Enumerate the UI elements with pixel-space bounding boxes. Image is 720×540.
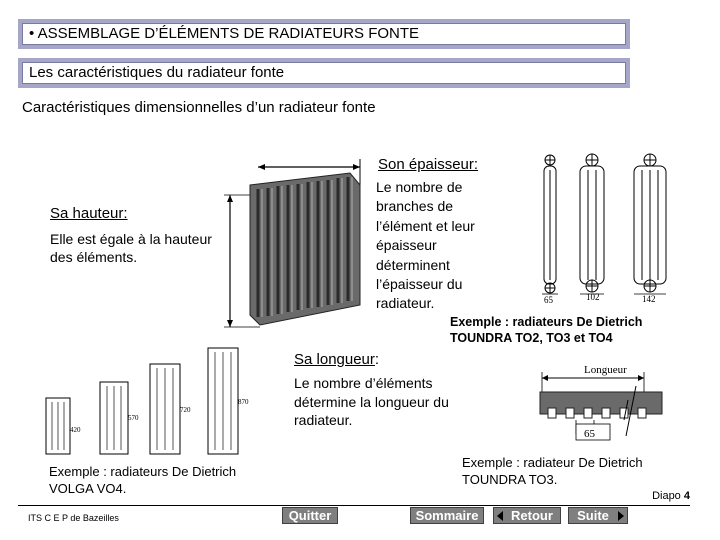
volga-570-drawing: 570 [99,381,139,455]
length-diagram-label: Longueur [584,364,627,376]
epaisseur-body: Le nombre de branches de l’élément et le… [376,179,475,312]
slide-counter: Diapo 4 [652,490,690,502]
longueur-caption: Exemple : radiateur De Dietrich TOUNDRA … [462,455,643,487]
volga-radiators-diagram: 420 570 720 870 [45,347,249,455]
next-button-label: Suite [577,508,609,523]
slide-subtitle: Les caractéristiques du radiateur fonte [22,62,626,84]
hauteur-heading: Sa hauteur: [50,205,128,222]
volga-570-label: 570 [128,414,139,422]
longueur-heading-colon: : [374,351,380,368]
back-button[interactable]: Retour [493,507,561,524]
longueur-heading: Sa longueur [294,351,375,368]
volga-420-label: 420 [70,426,81,434]
back-arrow-icon [497,511,503,521]
section-title: Caractéristiques dimensionnelles d’un ra… [22,99,376,116]
subtitle-band: Les caractéristiques du radiateur fonte [18,58,630,88]
to2-element-drawing [543,154,557,294]
hauteur-body: Elle est égale à la hauteur des éléments… [50,231,212,265]
volga-720-drawing: 720 [149,363,191,455]
length-diagram-dim: 65 [584,428,596,440]
longueur-heading-wrap: Sa longueur: [294,350,379,369]
title-band: • ASSEMBLAGE D’ÉLÉMENTS DE RADIATEURS FO… [18,19,630,49]
volga-870-label: 870 [238,398,249,406]
slide-counter-number: 4 [683,490,690,502]
footer-divider [18,505,690,506]
to4-thickness-label: 142 [642,294,656,304]
summary-button[interactable]: Sommaire [410,507,484,524]
next-button[interactable]: Suite [568,507,628,524]
radiator-illustration [224,159,361,328]
slide-title: • ASSEMBLAGE D’ÉLÉMENTS DE RADIATEURS FO… [22,23,626,45]
epaisseur-heading: Son épaisseur: [378,156,479,173]
next-arrow-icon [618,511,624,521]
epaisseur-caption: Exemple : radiateurs De Dietrich TOUNDRA… [450,315,643,345]
to4-element-drawing [633,153,667,293]
quit-button[interactable]: Quitter [282,507,338,524]
volga-870-drawing: 870 [207,347,249,455]
back-button-label: Retour [511,508,553,523]
to3-element-drawing [579,153,605,293]
to3-thickness-label: 102 [586,292,600,302]
to2-thickness-label: 65 [544,295,554,305]
slide-counter-label: Diapo [652,490,681,502]
school-name: ITS C E P de Bazeilles [28,513,119,523]
volga-420-drawing: 420 [45,397,81,455]
element-thickness-diagram: 65 102 142 [542,153,667,305]
volga-caption: Exemple : radiateurs De Dietrich VOLGA V… [49,464,237,496]
length-diagram: Longueur 65 [539,364,663,441]
volga-720-label: 720 [180,406,191,414]
longueur-body: Le nombre d’éléments détermine la longue… [294,375,449,428]
